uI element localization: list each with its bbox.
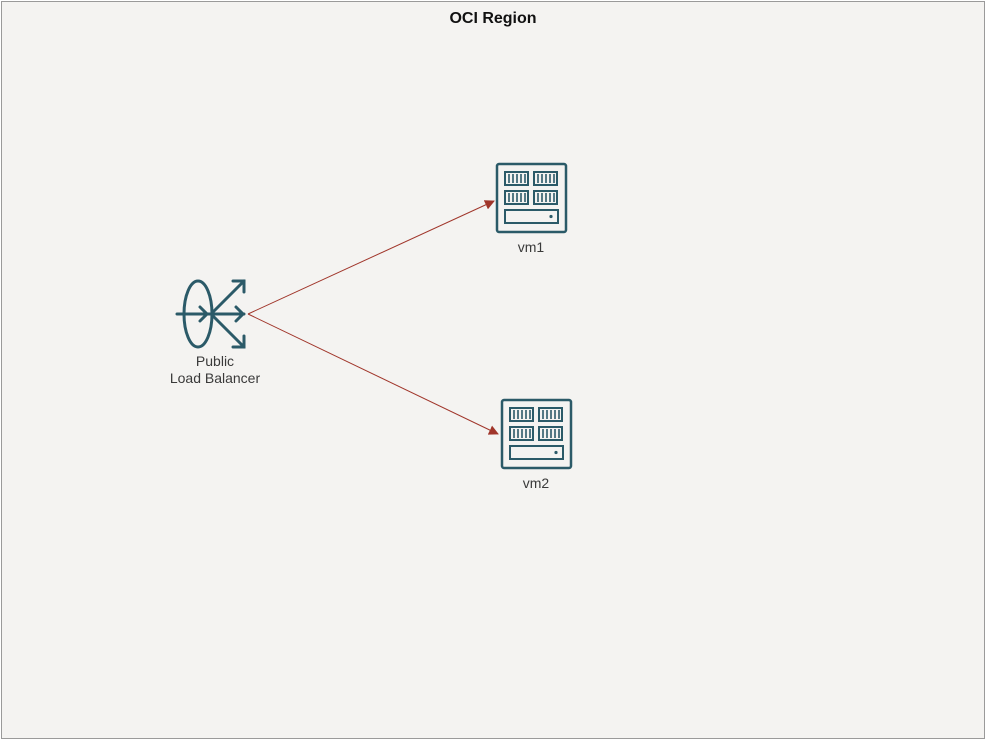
vm1-server-icon[interactable] — [495, 162, 568, 234]
load-balancer-label-line2: Load Balancer — [169, 370, 261, 386]
load-balancer-icon[interactable] — [175, 279, 246, 349]
edge-lb-to-vm2[interactable] — [247, 313, 499, 435]
load-balancer-label-line1: Public — [195, 353, 235, 369]
vm1-label: vm1 — [517, 239, 545, 255]
vm2-label: vm2 — [522, 475, 550, 491]
edge-lb-to-vm1[interactable] — [247, 200, 495, 315]
region-title: OCI Region — [449, 10, 537, 27]
load-balancer-label: Public Load Balancer — [150, 353, 280, 387]
vm2-server-icon[interactable] — [500, 398, 573, 470]
